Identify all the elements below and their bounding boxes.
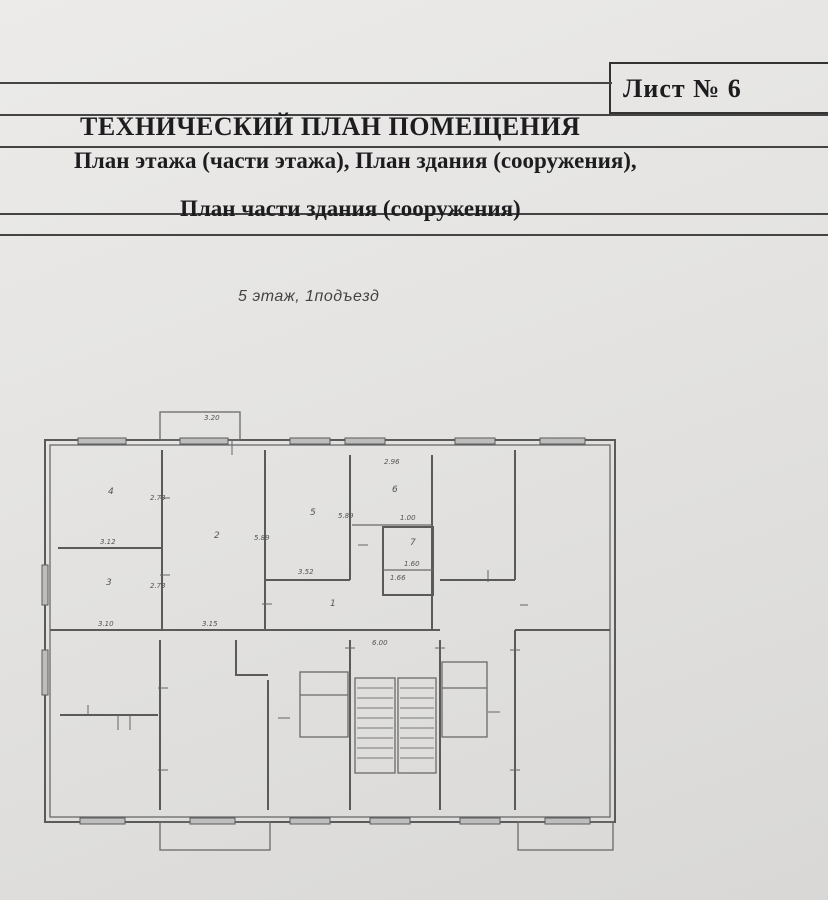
balcony-bottom-left	[159, 821, 271, 851]
room-number-6: 6	[392, 485, 398, 495]
dimension-label: 6.00	[372, 639, 388, 647]
window	[79, 817, 126, 825]
dimension-label: 3.10	[98, 620, 114, 628]
dimension-label: 1.00	[400, 514, 416, 522]
window	[454, 437, 496, 445]
dimension-label: 2.73	[150, 494, 166, 502]
sheet-number: Лист № 6	[623, 74, 742, 103]
dimension-label: 2.73	[150, 582, 166, 590]
staircase-left	[354, 677, 396, 774]
window	[189, 817, 236, 825]
room-number-4: 4	[108, 487, 114, 497]
header-rule-3	[0, 213, 828, 215]
dimension-label: 3.20	[204, 414, 220, 422]
dimension-label: 1.60	[404, 560, 420, 568]
dimension-label: 3.15	[202, 620, 218, 628]
window	[369, 817, 411, 825]
stair-steps	[357, 687, 434, 759]
document-subtitle-line1: План этажа (части этажа), План здания (с…	[74, 148, 637, 173]
document-title: ТЕХНИЧЕСКИЙ ПЛАН ПОМЕЩЕНИЯ	[80, 112, 581, 141]
interior-wall	[235, 640, 268, 676]
floor-caption: 5 этаж, 1подъезд	[238, 288, 380, 305]
window	[179, 437, 229, 445]
header-rule-1	[0, 114, 828, 116]
window	[539, 437, 586, 445]
door-marks	[87, 440, 528, 771]
bathroom-walls-right	[441, 661, 488, 738]
dimension-label: 1.66	[390, 574, 406, 582]
dimension-label: 5.89	[338, 512, 354, 520]
document-subtitle-line2: План части здания (сооружения)	[180, 196, 521, 221]
window	[289, 817, 331, 825]
window	[459, 817, 501, 825]
room-number-5: 5	[310, 508, 316, 518]
dimension-label: 3.52	[298, 568, 314, 576]
sheet-number-box	[609, 62, 828, 114]
window	[41, 649, 49, 696]
staircase-right	[397, 677, 437, 774]
bathroom-walls	[382, 526, 434, 596]
dimension-label: 5.89	[254, 534, 270, 542]
window	[544, 817, 591, 825]
window	[344, 437, 386, 445]
balcony-top	[159, 411, 241, 441]
room-number-2: 2	[214, 531, 220, 541]
balcony-bottom-right	[517, 821, 614, 851]
window	[77, 437, 127, 445]
window	[41, 564, 49, 606]
dimension-label: 2.96	[384, 458, 400, 466]
dimension-label: 3.12	[100, 538, 116, 546]
room-number-1: 1	[330, 599, 336, 609]
bathroom-walls-left	[299, 671, 349, 738]
window	[289, 437, 331, 445]
header-top-rule	[0, 82, 612, 84]
room-number-3: 3	[106, 578, 112, 588]
header-rule-2	[0, 146, 828, 148]
header-rule-4	[0, 234, 828, 236]
room-number-7: 7	[410, 538, 416, 548]
